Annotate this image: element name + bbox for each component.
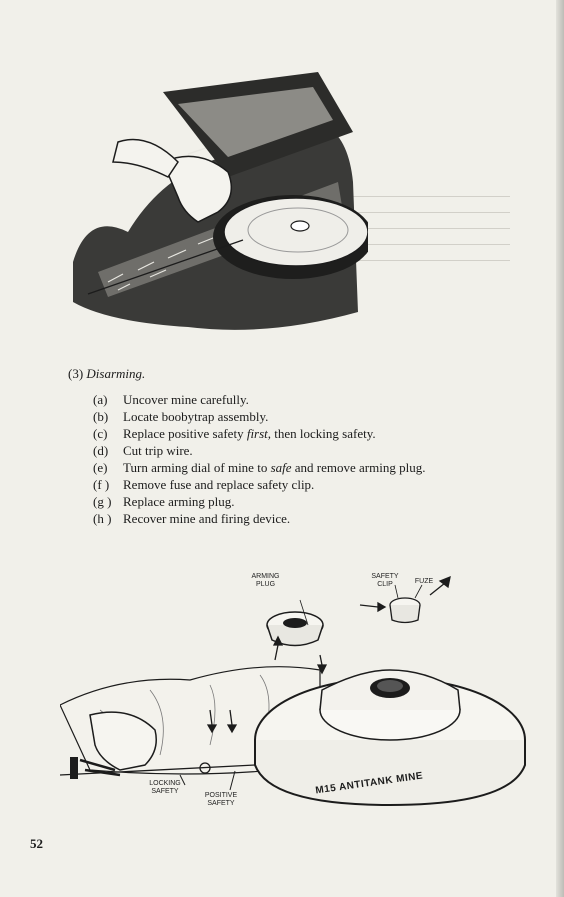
step-text-emphasis: first, <box>246 426 272 441</box>
step-item: (f ) Remove fuse and replace safety clip. <box>93 476 508 493</box>
step-item: (e) Turn arming dial of mine to safe and … <box>93 459 508 476</box>
step-text-emphasis: safe <box>270 460 292 475</box>
page-edge-shadow <box>556 0 564 897</box>
safety-clip-label: SAFETY CLIP <box>371 573 399 588</box>
section-title: Disarming. <box>86 366 146 381</box>
fuze-label: FUZE <box>414 578 434 585</box>
bleed-through-text <box>300 190 510 300</box>
step-text: Recover mine and firing device. <box>123 511 291 526</box>
step-text: Replace positive safety first, then lock… <box>123 425 508 442</box>
step-item: (b) Locate boobytrap assembly. <box>93 408 508 425</box>
step-text: Replace arming plug. <box>123 494 235 509</box>
step-label: (h ) <box>93 511 112 526</box>
step-text: Cut trip wire. <box>123 443 193 458</box>
step-text: Uncover mine carefully. <box>123 392 249 407</box>
arming-plug-label: ARMING PLUG <box>251 573 280 588</box>
step-text: Locate boobytrap assembly. <box>123 409 269 424</box>
step-item: (c) Replace positive safety first, then l… <box>93 425 508 442</box>
step-item: (d) Cut trip wire. <box>93 442 508 459</box>
step-label: (e) <box>93 460 108 475</box>
section-heading: (3) Disarming. <box>68 365 508 382</box>
step-label: (c) <box>93 426 108 441</box>
disarming-section: (3) Disarming. (a) Uncover mine carefully… <box>68 365 508 527</box>
step-label: (g ) <box>93 494 112 509</box>
step-label: (f ) <box>93 477 110 492</box>
step-text-start: Replace positive safety <box>123 426 247 441</box>
uncover-mine-illustration <box>73 72 368 330</box>
section-number: (3) <box>68 366 84 381</box>
step-text-end: then locking safety. <box>271 426 376 441</box>
step-item: (a) Uncover mine carefully. <box>93 391 508 408</box>
step-text-start: Turn arming dial of mine to <box>123 460 271 475</box>
step-label: (d) <box>93 443 109 458</box>
mine-disarm-illustration <box>60 575 526 807</box>
page-number: 52 <box>30 836 43 851</box>
positive-safety-label: POSITIVE SAFETY <box>204 792 238 807</box>
step-item: (g ) Replace arming plug. <box>93 493 508 510</box>
step-label: (b) <box>93 409 109 424</box>
locking-safety-label: LOCKING SAFETY <box>149 780 181 795</box>
step-item: (h ) Recover mine and firing device. <box>93 510 508 527</box>
disarming-steps: (a) Uncover mine carefully. (b) Locate boo… <box>68 391 508 527</box>
step-text-end: and remove arming plug. <box>291 460 426 475</box>
step-text: Remove fuse and replace safety clip. <box>123 477 315 492</box>
step-text: Turn arming dial of mine to safe and rem… <box>123 459 508 476</box>
step-label: (a) <box>93 392 108 407</box>
